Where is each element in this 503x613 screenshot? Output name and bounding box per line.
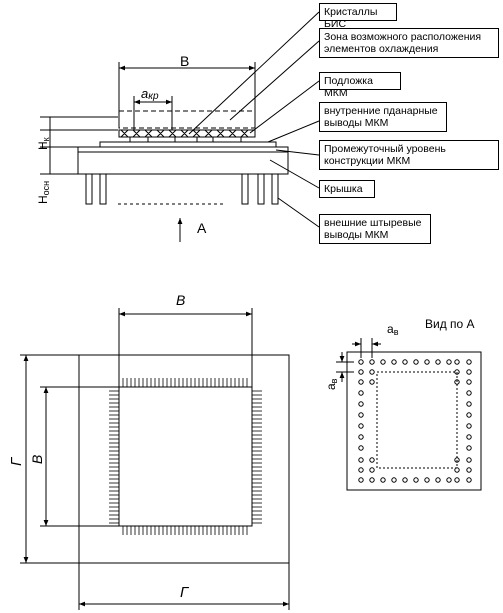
- pin-dot: [380, 359, 386, 365]
- pin-dot: [369, 467, 375, 473]
- view-a-outline: [346, 351, 482, 491]
- substrate-hatch: [120, 129, 249, 138]
- pin-dot: [454, 379, 460, 385]
- pin-dot: [358, 467, 364, 473]
- pin-dot: [454, 457, 460, 463]
- pin-dot: [358, 359, 364, 365]
- pin-dot: [369, 457, 375, 463]
- pin-dot: [380, 477, 386, 483]
- pin-dot: [446, 359, 452, 365]
- pin-dot: [424, 359, 430, 365]
- external-pin: [271, 173, 279, 205]
- callout-external-pins: внешние штыревые выводы МКМ: [319, 214, 431, 244]
- pin-dot: [413, 359, 419, 365]
- pin-dot: [454, 467, 460, 473]
- pin-dot: [466, 445, 472, 451]
- pin-dot: [402, 477, 408, 483]
- pin-dot: [454, 369, 460, 375]
- pin-dot: [369, 477, 375, 483]
- callout-intermediate-level: Промежуточный уровень конструкции МКМ: [319, 140, 499, 170]
- plan-view: [20, 308, 290, 610]
- pin-dot: [446, 477, 452, 483]
- pin-dot: [466, 457, 472, 463]
- package-body: [77, 146, 289, 175]
- plan-dim-top-label: B: [176, 292, 185, 308]
- external-pin: [85, 173, 93, 205]
- external-pin: [257, 173, 265, 205]
- pin-dot: [358, 390, 364, 396]
- pin-dot: [391, 359, 397, 365]
- pin-dot: [358, 423, 364, 429]
- lsi-chip-3: [212, 136, 242, 143]
- inner-planar-leads: [109, 378, 262, 535]
- substrate-outline: [118, 386, 253, 527]
- dim-b-label: B: [180, 53, 189, 69]
- pin-dot: [435, 477, 441, 483]
- callout-lsi-chips: Кристаллы БИС: [319, 3, 397, 30]
- package-outline: [78, 354, 290, 564]
- dim-akr-label: aкр: [141, 86, 159, 102]
- view-a-pitch-v: aв: [324, 378, 339, 390]
- pin-dot: [369, 359, 375, 365]
- external-pin: [99, 173, 107, 205]
- plan-dim-left-inner-label: B: [29, 455, 45, 464]
- pin-dot: [358, 369, 364, 375]
- callout-substrate: Подложка МКМ: [319, 72, 401, 99]
- pin-dot: [466, 390, 472, 396]
- pin-dot: [424, 477, 430, 483]
- view-a-pitch-h: aв: [387, 322, 399, 337]
- view-a-pin-grid: [336, 338, 482, 491]
- lsi-chip-2: [174, 136, 198, 143]
- view-arrow-label: A: [197, 220, 207, 236]
- pin-dot: [454, 359, 460, 365]
- callout-inner-leads: внутренние пданарные выводы МКМ: [319, 102, 447, 132]
- view-a-inner-zone: [376, 371, 458, 469]
- external-pin: [241, 173, 249, 205]
- plan-dim-left-outer-label: Г: [8, 456, 25, 466]
- pin-dot: [466, 434, 472, 440]
- pin-dot: [358, 477, 364, 483]
- pin-dot: [454, 477, 460, 483]
- cooling-zone-outline: [118, 110, 256, 129]
- plan-dim-bottom-label: Г: [180, 584, 190, 601]
- side-view-section: [40, 11, 320, 242]
- dim-hk-label: Hк: [36, 137, 51, 150]
- pin-dot: [466, 467, 472, 473]
- pin-dot: [466, 412, 472, 418]
- pin-dot: [358, 401, 364, 407]
- pin-dot: [435, 359, 441, 365]
- pin-dot: [466, 401, 472, 407]
- callout-cover: Крышка: [319, 180, 375, 198]
- intermediate-level: [99, 141, 277, 148]
- pin-dot: [369, 379, 375, 385]
- pin-dot: [466, 477, 472, 483]
- pin-dot: [358, 457, 364, 463]
- pin-dot: [413, 477, 419, 483]
- callout-cooling-zone: Зона возможного расположения элементов о…: [319, 28, 499, 58]
- pin-dot: [369, 369, 375, 375]
- pin-dot: [358, 434, 364, 440]
- pin-dot: [466, 379, 472, 385]
- pin-dot: [358, 445, 364, 451]
- pin-dot: [402, 359, 408, 365]
- pin-dot: [466, 369, 472, 375]
- pin-dot: [358, 379, 364, 385]
- view-a-title: Вид по А: [425, 317, 475, 331]
- external-pin-array: [358, 359, 472, 483]
- pin-dot: [466, 359, 472, 365]
- pin-dot: [391, 477, 397, 483]
- lsi-chip-1: [129, 136, 149, 143]
- dim-hosn-label: Hосн: [36, 181, 51, 204]
- pin-dot: [466, 423, 472, 429]
- pin-dot: [358, 412, 364, 418]
